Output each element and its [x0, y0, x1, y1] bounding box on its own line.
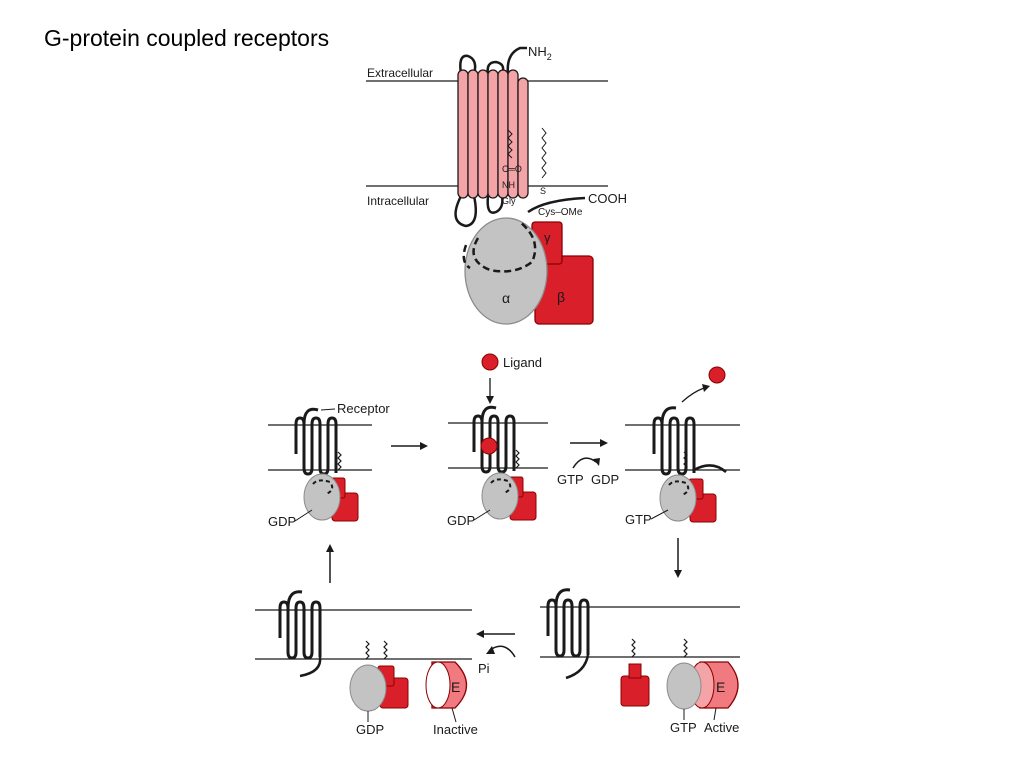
arrow-down-dissociation — [674, 538, 682, 578]
intracellular-loop-dashed — [462, 221, 537, 273]
nh-label: NH — [502, 180, 515, 190]
alpha-label: α — [502, 290, 510, 306]
panel-effector-inactive: GDP E Inactive — [255, 590, 478, 737]
c-eq-o-label: C═O — [502, 164, 522, 174]
effector-label-active: E — [716, 679, 725, 695]
panel-activation: GTP — [625, 366, 740, 527]
pi-label: Pi — [478, 661, 490, 676]
gdp-label-5: GDP — [356, 722, 384, 737]
gdp-label-2: GDP — [447, 513, 475, 528]
prenyl-chain — [541, 127, 547, 179]
gdp-label-exchange: GDP — [591, 472, 619, 487]
gly-label: Gly — [502, 196, 516, 206]
gtp-label-4: GTP — [670, 720, 697, 735]
ligand-label: Ligand — [503, 355, 542, 370]
transmembrane-helices — [457, 69, 529, 199]
panel-effector-active: E GTP Active — [540, 588, 740, 735]
cys-ome-label: Cys–OMe — [538, 207, 583, 218]
inactive-label: Inactive — [433, 722, 478, 737]
effector-label-inactive: E — [451, 679, 460, 695]
arrow-gtp-hydrolysis: Pi — [476, 630, 516, 676]
ligand-icon — [481, 353, 499, 371]
arrow-up-reset — [326, 544, 334, 583]
active-label: Active — [704, 720, 739, 735]
extracellular-label: Extracellular — [367, 66, 433, 80]
panel-ligand-binding: Ligand GDP — [447, 353, 548, 528]
intracellular-loops — [454, 195, 504, 228]
cooh-label: COOH — [588, 191, 627, 206]
myristoyl-chain — [507, 129, 513, 159]
slide-title: G-protein coupled receptors — [44, 25, 330, 51]
panel-resting-state: Receptor GDP — [268, 401, 390, 529]
extracellular-loops — [459, 46, 527, 75]
s-label: S — [540, 186, 546, 196]
gamma-label: γ — [544, 230, 551, 245]
top-receptor-diagram: Extracellular Intracellular NH2 C═O NH G… — [366, 44, 627, 325]
nh2-label: NH2 — [528, 44, 552, 62]
receptor-label: Receptor — [337, 401, 390, 416]
gdp-label-1: GDP — [268, 514, 296, 529]
arrow-ligand-approach — [391, 442, 428, 450]
beta-label: β — [557, 289, 565, 305]
intracellular-label: Intracellular — [367, 194, 429, 208]
bound-ligand — [480, 437, 498, 455]
cooh-tail — [527, 196, 586, 214]
released-ligand — [708, 366, 726, 384]
gtp-label-exchange: GTP — [557, 472, 584, 487]
arrow-gtp-gdp-exchange: GTP GDP — [557, 439, 619, 487]
gtp-label-3: GTP — [625, 512, 652, 527]
